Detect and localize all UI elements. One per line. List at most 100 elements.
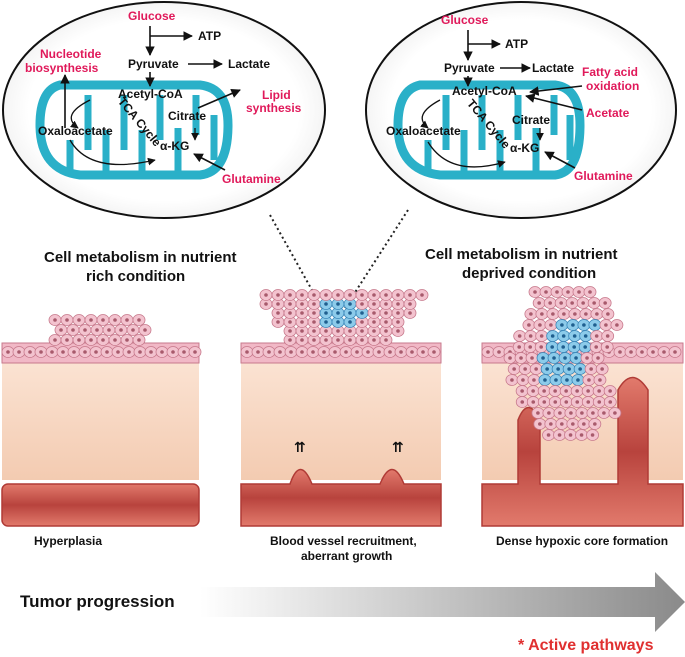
cell-nucleus <box>288 338 292 342</box>
right-lactate: Lactate <box>532 61 574 75</box>
cell-nucleus <box>618 350 622 354</box>
cell-nucleus <box>539 345 543 349</box>
stage-caption-recruitment-2: aberrant growth <box>301 549 392 563</box>
right-fatty-1: Fatty acid <box>582 65 638 79</box>
right-mitochondrion <box>393 80 585 180</box>
right-pyruvate: Pyruvate <box>444 61 495 75</box>
left-pyruvate: Pyruvate <box>128 57 179 71</box>
cell-nucleus <box>372 311 376 315</box>
cell-nucleus <box>564 389 568 393</box>
cell-nucleus <box>372 302 376 306</box>
cell-nucleus <box>377 350 381 354</box>
cell-nucleus <box>53 338 57 342</box>
cell-nucleus <box>324 338 328 342</box>
cell-nucleus <box>300 338 304 342</box>
cell-nucleus <box>597 400 602 404</box>
cell-nucleus <box>336 320 340 324</box>
cell-nucleus <box>336 311 340 315</box>
cell-nucleus <box>396 320 400 324</box>
cell-nucleus <box>536 411 540 415</box>
right-cycle-arrow-2 <box>427 141 506 168</box>
cell-nucleus <box>545 367 549 371</box>
cell-nucleus <box>300 293 304 297</box>
blood-vessel-2 <box>240 468 442 527</box>
cell-nucleus <box>143 328 147 332</box>
cell-nucleus <box>559 301 563 305</box>
cell-nucleus <box>554 378 558 382</box>
cell-nucleus <box>94 350 98 354</box>
cell-nucleus <box>528 334 533 338</box>
cell-nucleus <box>105 350 109 354</box>
cell-nucleus <box>276 311 280 315</box>
cell-nucleus <box>408 311 412 315</box>
left-acetyl-coa: Acetyl-CoA <box>118 87 183 101</box>
tumor-cells-dense <box>481 286 682 441</box>
cell-nucleus <box>131 328 135 332</box>
cell-nucleus <box>553 400 558 404</box>
cell-nucleus <box>432 350 436 354</box>
cell-nucleus <box>540 312 544 316</box>
cell-nucleus <box>336 338 340 342</box>
cell-nucleus <box>288 329 292 333</box>
cell-nucleus <box>521 378 525 382</box>
cell-nucleus <box>72 350 76 354</box>
cell-nucleus <box>83 328 87 332</box>
cell-nucleus <box>562 312 566 316</box>
cell-nucleus <box>585 356 589 360</box>
cell-nucleus <box>600 367 604 371</box>
cell-nucleus <box>615 323 619 327</box>
cell-nucleus <box>568 433 573 437</box>
cell-nucleus <box>532 378 536 382</box>
cell-nucleus <box>83 350 87 354</box>
right-title-line1: Cell metabolism in nutrient <box>425 246 618 263</box>
cell-nucleus <box>138 350 142 354</box>
cell-nucleus <box>372 293 376 297</box>
cell-nucleus <box>527 323 531 327</box>
cell-nucleus <box>101 338 105 342</box>
cell-nucleus <box>288 320 292 324</box>
cell-nucleus <box>508 356 512 360</box>
cell-nucleus <box>640 350 644 354</box>
cell-nucleus <box>149 350 153 354</box>
cell-nucleus <box>256 350 260 354</box>
cell-nucleus <box>564 400 569 404</box>
cell-nucleus <box>523 367 527 371</box>
cell-nucleus <box>348 293 352 297</box>
cell-nucleus <box>348 320 352 324</box>
cell-nucleus <box>586 389 590 393</box>
cell-nucleus <box>267 350 271 354</box>
cell-nucleus <box>597 389 601 393</box>
cell-nucleus <box>61 350 65 354</box>
cell-nucleus <box>288 293 292 297</box>
cell-nucleus <box>606 312 610 316</box>
cell-nucleus <box>360 338 364 342</box>
tissue-panel-hypoxic-core <box>481 286 684 527</box>
cell-nucleus <box>576 378 580 382</box>
stage-caption-hypoxic-core: Dense hypoxic core formation <box>496 534 668 548</box>
cell-nucleus <box>588 290 592 294</box>
cell-nucleus <box>534 367 538 371</box>
cell-nucleus <box>171 350 175 354</box>
cell-nucleus <box>17 350 21 354</box>
right-atp: ATP <box>505 37 528 51</box>
cell-nucleus <box>573 312 577 316</box>
cell-nucleus <box>278 350 282 354</box>
left-nucleotide-2: biosynthesis <box>25 61 99 75</box>
cell-nucleus <box>561 334 566 338</box>
cell-nucleus <box>264 302 268 306</box>
cell-nucleus <box>613 411 617 415</box>
cell-nucleus <box>598 378 602 382</box>
cell-nucleus <box>556 367 560 371</box>
cell-nucleus <box>544 290 548 294</box>
cell-nucleus <box>119 328 123 332</box>
cell-nucleus <box>533 290 537 294</box>
cell-nucleus <box>322 350 326 354</box>
cell-nucleus <box>160 350 164 354</box>
cell-nucleus <box>651 350 655 354</box>
blood-vessel-1 <box>1 483 200 527</box>
hyperplasia-cells <box>1 314 202 358</box>
left-cell-outline <box>2 1 326 219</box>
cell-nucleus <box>65 338 69 342</box>
